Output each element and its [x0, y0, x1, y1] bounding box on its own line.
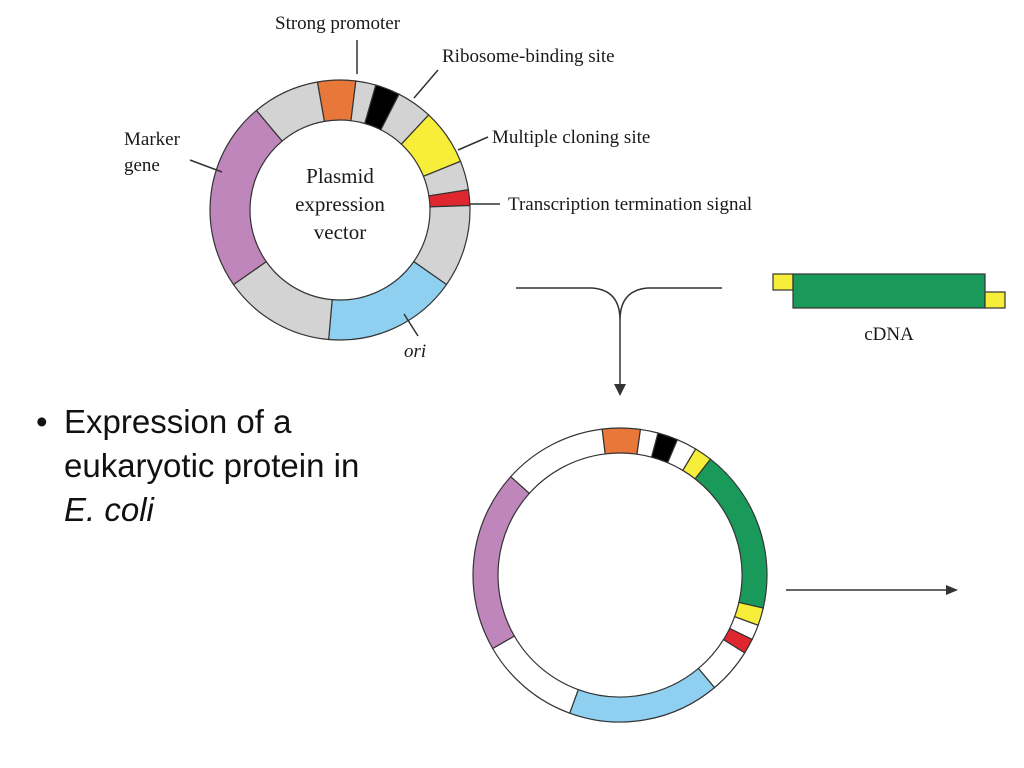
plasmid-center-line2: expression	[295, 192, 385, 216]
strong-promoter-label: Strong promoter	[275, 13, 401, 34]
marker-segment	[472, 475, 531, 650]
marker-segment	[209, 109, 283, 286]
bullet-text-block: • Expression of a eukaryotic protein in …	[36, 400, 456, 532]
promoter-segment	[601, 427, 642, 455]
cdna-body	[792, 273, 986, 309]
recombinant-plasmid-ring	[472, 427, 768, 723]
bullet-symbol: •	[36, 403, 48, 440]
leader-lines	[189, 40, 500, 337]
marker-leader	[189, 159, 223, 173]
down-arrow-head	[614, 384, 626, 396]
transcription-termination-label: Transcription termination signal	[508, 194, 752, 215]
ori-leader	[403, 313, 419, 337]
plasmid-center-line1: Plasmid	[306, 164, 374, 188]
mcs-leader	[457, 136, 489, 151]
plasmid-center-line3: vector	[314, 220, 366, 244]
ori-segment	[568, 667, 716, 723]
ori-label: ori	[404, 341, 426, 362]
multiple-cloning-site-label: Multiple cloning site	[492, 127, 650, 148]
bracket-line	[516, 287, 722, 321]
cdna-sticky-end-left	[772, 273, 794, 291]
bullet-italic: E. coli	[64, 491, 154, 528]
empty-segment	[491, 635, 580, 714]
cdna-insert-segment	[694, 458, 768, 609]
vector-segment	[255, 81, 326, 142]
bullet-line1: Expression of a	[64, 403, 292, 440]
expression-arrow-head	[946, 585, 958, 595]
plasmid-vector-ring	[209, 79, 471, 341]
marker-gene-label-line2: gene	[124, 155, 160, 176]
ori-segment	[328, 260, 448, 341]
bullet-line2: eukaryotic protein in	[64, 447, 360, 484]
ribosome-binding-site-label: Ribosome-binding site	[442, 46, 615, 67]
marker-gene-label-line1: Marker	[124, 129, 181, 150]
cdna-label: cDNA	[864, 324, 914, 345]
empty-segment	[509, 428, 606, 495]
cdna-sticky-end-right	[984, 291, 1006, 309]
ligation-bracket	[516, 287, 722, 386]
cdna-fragment	[772, 273, 1006, 309]
rbs-leader	[413, 69, 439, 99]
